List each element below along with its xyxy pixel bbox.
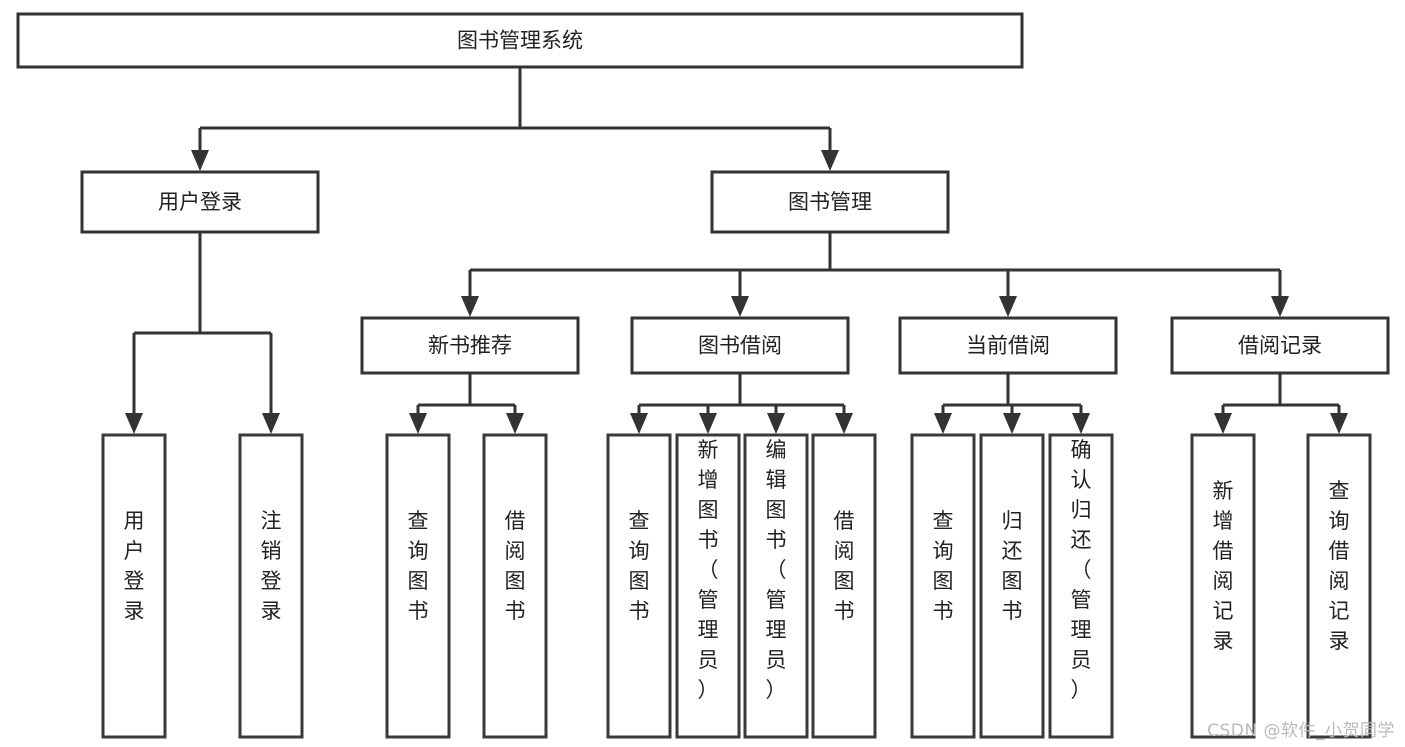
node-leaf-query-book-2[interactable]: 查询图书	[606, 433, 672, 739]
node-label: 编辑图书（管理员）	[766, 438, 787, 702]
node-root[interactable]: 图书管理系统	[16, 12, 1024, 69]
watermark-label: CSDN @软件_小贺同学	[1207, 721, 1395, 741]
edges-layer	[125, 67, 1348, 434]
node-box	[710, 170, 950, 234]
node-label: 借阅图书	[834, 509, 855, 623]
node-label: 归还图书	[1002, 509, 1023, 623]
node-leaf-borrow-book-1[interactable]: 借阅图书	[482, 433, 548, 739]
arrow-head-icon	[1330, 413, 1348, 434]
nodes-layer: 图书管理系统用户登录图书管理新书推荐图书借阅当前借阅借阅记录用户登录注销登录查询…	[16, 12, 1390, 739]
arrow-head-icon	[506, 413, 524, 434]
edge-group-borrow-record	[1214, 373, 1348, 434]
node-box	[979, 433, 1045, 739]
node-box	[101, 433, 167, 739]
arrow-head-icon	[1072, 413, 1090, 434]
arrow-head-icon	[125, 413, 143, 434]
node-box	[675, 433, 741, 739]
node-label: 借阅图书	[505, 509, 526, 623]
node-leaf-borrow-book-2[interactable]: 借阅图书	[811, 433, 877, 739]
arrow-head-icon	[461, 296, 479, 317]
node-box	[811, 433, 877, 739]
node-box	[1190, 433, 1256, 739]
arrow-head-icon	[191, 150, 209, 171]
node-leaf-return-book[interactable]: 归还图书	[979, 433, 1045, 739]
arrow-head-icon	[1003, 413, 1021, 434]
edge-group-book-borrow	[630, 373, 853, 434]
node-leaf-confirm-return[interactable]: 确认归还（管理员）	[1048, 433, 1114, 739]
node-leaf-user-login[interactable]: 用户登录	[101, 433, 167, 739]
node-label: 当前借阅	[966, 334, 1050, 358]
node-borrow-record[interactable]: 借阅记录	[1170, 316, 1390, 375]
node-leaf-add-book[interactable]: 新增图书（管理员）	[675, 433, 741, 739]
arrow-head-icon	[821, 150, 839, 171]
node-box	[743, 433, 809, 739]
node-leaf-query-book-1[interactable]: 查询图书	[385, 433, 451, 739]
node-box	[1306, 433, 1372, 739]
node-book-manage[interactable]: 图书管理	[710, 170, 950, 234]
node-label: 用户登录	[124, 509, 145, 623]
node-label: 新书推荐	[428, 334, 512, 358]
node-label: 图书管理系统	[457, 29, 583, 53]
node-label: 查询图书	[933, 509, 954, 623]
edge-group-new-book-rec	[409, 373, 524, 434]
node-label: 新增借阅记录	[1213, 479, 1234, 653]
node-box	[385, 433, 451, 739]
arrow-head-icon	[1214, 413, 1232, 434]
node-label: 查询图书	[629, 509, 650, 623]
arrow-head-icon	[409, 413, 427, 434]
arrow-head-icon	[934, 413, 952, 434]
node-box	[1048, 433, 1114, 739]
arrow-head-icon	[767, 413, 785, 434]
node-label: 查询借阅记录	[1329, 479, 1350, 653]
edge-group-current-borrow	[934, 373, 1090, 434]
node-label: 图书管理	[788, 190, 872, 214]
node-label: 用户登录	[158, 190, 242, 214]
arrow-head-icon	[630, 413, 648, 434]
node-box	[238, 433, 304, 739]
edge-group-user-login	[125, 232, 280, 434]
arrow-head-icon	[999, 296, 1017, 317]
node-current-borrow[interactable]: 当前借阅	[898, 316, 1118, 375]
edge-group-book-manage	[461, 232, 1289, 317]
arrow-head-icon	[731, 296, 749, 317]
node-leaf-user-logout[interactable]: 注销登录	[238, 433, 304, 739]
node-label: 图书借阅	[698, 334, 782, 358]
node-box	[1170, 316, 1390, 375]
edge-group-root	[191, 67, 839, 171]
node-leaf-add-record[interactable]: 新增借阅记录	[1190, 433, 1256, 739]
node-book-borrow[interactable]: 图书借阅	[630, 316, 850, 375]
node-label: 注销登录	[261, 509, 282, 623]
node-box	[360, 316, 580, 375]
node-user-login[interactable]: 用户登录	[80, 170, 320, 234]
node-leaf-edit-book[interactable]: 编辑图书（管理员）	[743, 433, 809, 739]
node-label: 查询图书	[408, 509, 429, 623]
node-box	[910, 433, 976, 739]
node-box	[606, 433, 672, 739]
arrow-head-icon	[262, 413, 280, 434]
arrow-head-icon	[699, 413, 717, 434]
node-label: 确认归还（管理员）	[1071, 438, 1092, 702]
node-label: 新增图书（管理员）	[698, 438, 719, 702]
arrow-head-icon	[835, 413, 853, 434]
node-box	[630, 316, 850, 375]
node-box	[80, 170, 320, 234]
node-label: 借阅记录	[1238, 334, 1322, 358]
node-box	[482, 433, 548, 739]
node-leaf-query-record[interactable]: 查询借阅记录	[1306, 433, 1372, 739]
node-box	[16, 12, 1024, 69]
node-leaf-query-book-3[interactable]: 查询图书	[910, 433, 976, 739]
node-new-book-rec[interactable]: 新书推荐	[360, 316, 580, 375]
arrow-head-icon	[1271, 296, 1289, 317]
node-box	[898, 316, 1118, 375]
